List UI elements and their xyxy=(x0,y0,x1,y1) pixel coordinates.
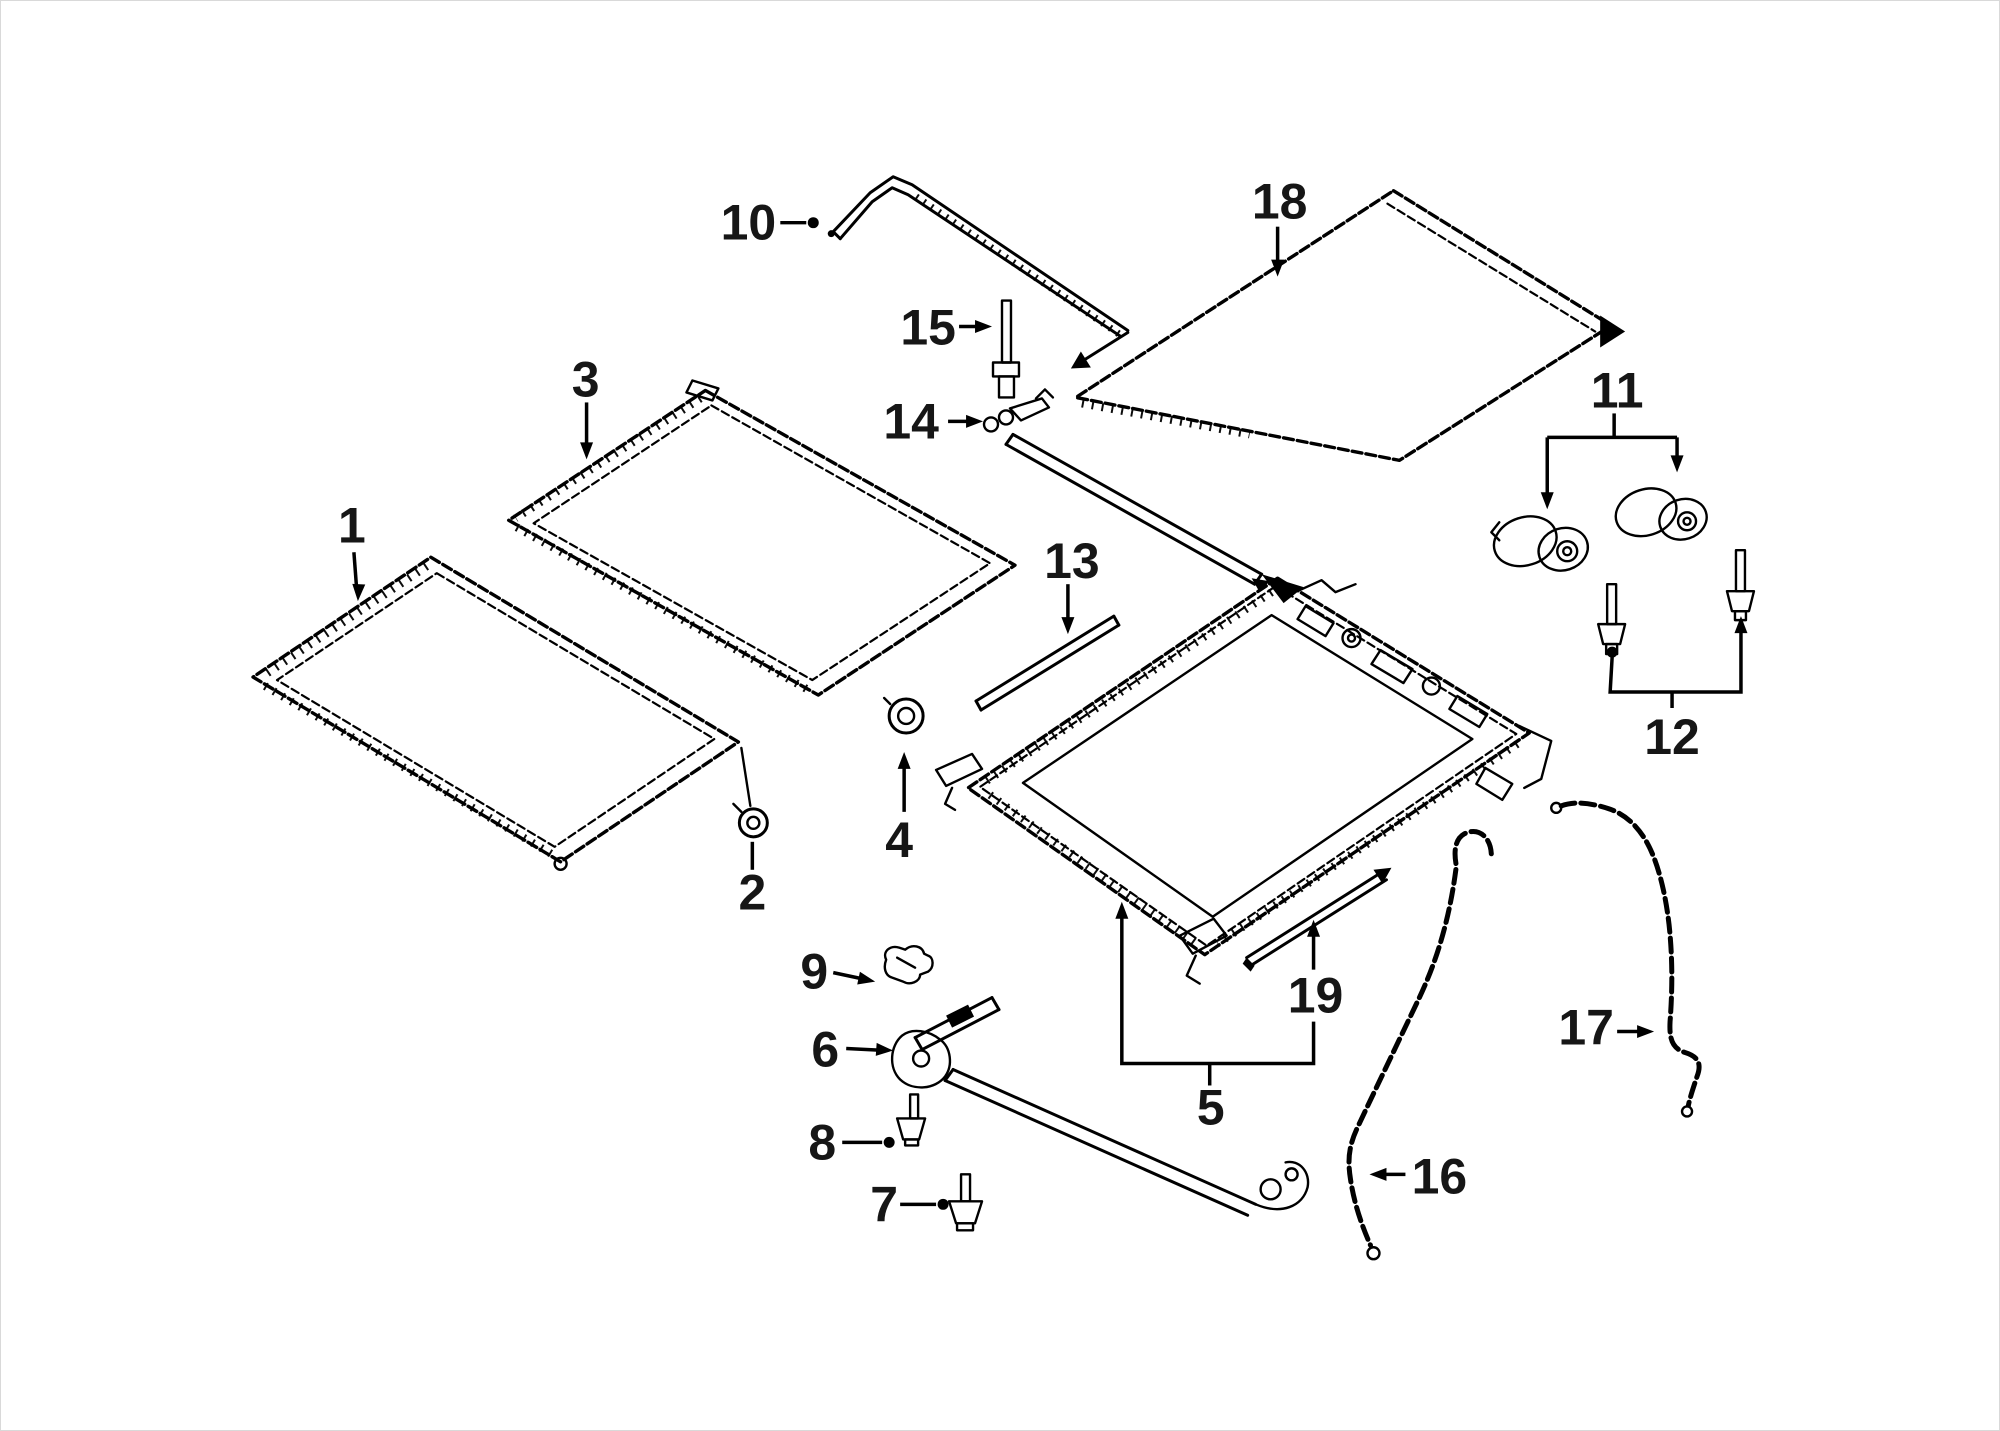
callout-number[interactable]: 14 xyxy=(883,393,939,449)
callout-19[interactable]: 19 xyxy=(1288,919,1344,1024)
leader-arrowhead xyxy=(875,1042,894,1056)
nut xyxy=(882,696,925,735)
clip xyxy=(883,945,934,985)
callout-number[interactable]: 12 xyxy=(1644,709,1700,765)
callout-4[interactable]: 4 xyxy=(885,751,913,868)
motor-screws xyxy=(1596,549,1756,656)
wind-deflector xyxy=(827,175,1130,369)
callout-11[interactable]: 11 xyxy=(1540,362,1684,510)
callout-number[interactable]: 7 xyxy=(870,1176,898,1232)
leader-dot xyxy=(1606,646,1618,658)
callout-number[interactable]: 1 xyxy=(338,497,366,553)
callout-number[interactable]: 8 xyxy=(808,1114,836,1170)
callout-10[interactable]: 10 xyxy=(721,195,819,251)
callout-number[interactable]: 5 xyxy=(1197,1079,1225,1135)
leader-arrowhead xyxy=(1369,1167,1387,1181)
leader-arrowhead xyxy=(1540,492,1554,510)
leader-arrowhead xyxy=(1115,901,1129,919)
leader-arrowhead xyxy=(897,751,911,769)
leader-arrowhead xyxy=(352,583,366,602)
sunroof-motor-right xyxy=(1614,487,1708,541)
glass-seal-panel-outline xyxy=(251,555,741,871)
artwork-layer xyxy=(251,175,1756,1261)
leader-arrowhead xyxy=(1734,616,1748,634)
callout-number[interactable]: 16 xyxy=(1412,1148,1468,1204)
callout-number[interactable]: 3 xyxy=(572,351,600,407)
callout-number[interactable]: 18 xyxy=(1252,174,1308,230)
callout-18[interactable]: 18 xyxy=(1252,174,1308,277)
callout-7[interactable]: 7 xyxy=(870,1176,949,1232)
callout-1[interactable]: 1 xyxy=(338,497,366,602)
callout-number[interactable]: 9 xyxy=(800,944,828,1000)
guide-rail-short xyxy=(974,614,1121,712)
leader-line xyxy=(1120,909,1316,1066)
callout-number[interactable]: 13 xyxy=(1044,533,1100,589)
callout-2[interactable]: 2 xyxy=(738,841,766,921)
pivot-pin xyxy=(991,299,1021,399)
callout-12[interactable]: 12 xyxy=(1606,616,1748,765)
callout-14[interactable]: 14 xyxy=(883,393,984,449)
callout-15[interactable]: 15 xyxy=(900,300,993,356)
leader-arrowhead xyxy=(580,442,594,460)
callout-number[interactable]: 6 xyxy=(811,1022,839,1078)
callout-number[interactable]: 15 xyxy=(900,300,956,356)
leader-arrowhead xyxy=(1307,919,1321,937)
callout-5[interactable]: 5 xyxy=(1115,901,1316,1136)
drain-hose-front xyxy=(1346,828,1494,1261)
callout-number[interactable]: 4 xyxy=(885,812,913,868)
callout-number[interactable]: 11 xyxy=(1591,362,1644,418)
guide-rail-bracket xyxy=(982,388,1270,593)
drip-channel-assembly xyxy=(890,996,1310,1217)
sunroof-motor-left xyxy=(1490,515,1590,572)
sunshade-panel xyxy=(1074,189,1626,463)
leader-line xyxy=(1608,622,1743,694)
callout-17[interactable]: 17 xyxy=(1558,1000,1655,1056)
callout-number[interactable]: 19 xyxy=(1288,968,1344,1024)
leader-dot xyxy=(807,217,819,229)
glass-panel-outline xyxy=(506,379,1017,697)
callout-13[interactable]: 13 xyxy=(1044,533,1100,635)
screw-rivet-lower xyxy=(947,1173,984,1232)
drain-hose-rear xyxy=(1550,800,1702,1118)
callout-number[interactable]: 10 xyxy=(721,195,777,251)
leader-arrowhead xyxy=(966,414,984,428)
leader-arrowhead xyxy=(1061,617,1075,635)
callout-number[interactable]: 17 xyxy=(1558,1000,1614,1056)
leader-arrowhead xyxy=(1271,259,1285,277)
callout-6[interactable]: 6 xyxy=(811,1022,894,1078)
leader-arrowhead xyxy=(1637,1025,1655,1039)
grommet xyxy=(732,746,769,839)
callout-3[interactable]: 3 xyxy=(572,351,600,460)
leader-arrowhead xyxy=(1670,455,1684,473)
leader-arrowhead xyxy=(857,971,876,985)
sunroof-frame xyxy=(934,574,1553,985)
screw-rivet-upper xyxy=(895,1093,927,1147)
leader-arrowhead xyxy=(975,320,993,334)
leader-dot xyxy=(883,1136,895,1148)
callout-8[interactable]: 8 xyxy=(808,1114,895,1170)
leader-dot xyxy=(937,1198,949,1210)
guide-rod xyxy=(1242,867,1392,972)
callout-9[interactable]: 9 xyxy=(800,944,876,1000)
callout-number[interactable]: 2 xyxy=(738,865,766,921)
callout-16[interactable]: 16 xyxy=(1369,1148,1467,1204)
